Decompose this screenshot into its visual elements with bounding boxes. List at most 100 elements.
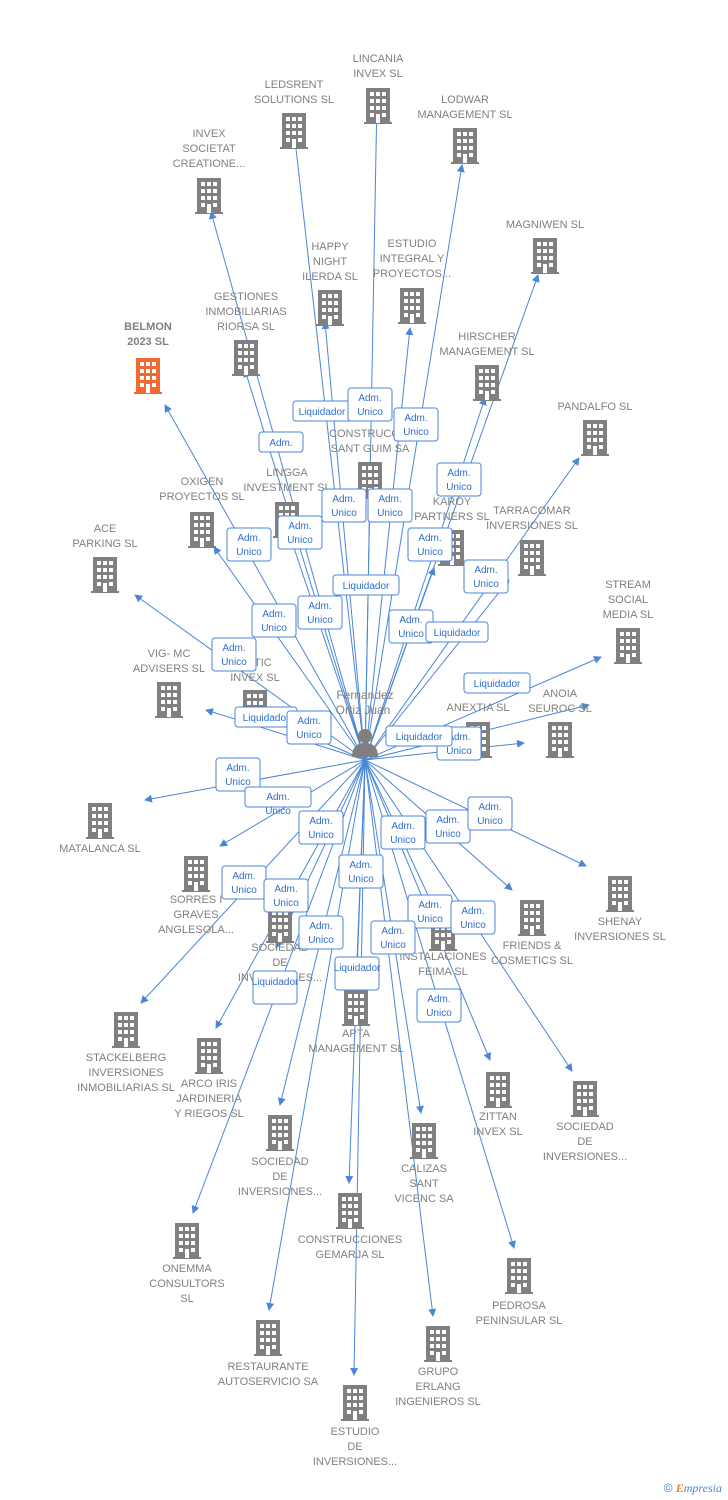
role-badge[interactable]: Adm.Unico [436,462,482,497]
node-label-line: SORRES I [170,894,223,906]
badge-box [436,462,482,497]
role-badge[interactable]: Liquidador [463,672,531,694]
role-badge[interactable]: Adm.Unico [215,757,261,792]
role-badge[interactable]: Adm.Unico [298,915,344,950]
badge-box [416,988,462,1023]
role-badge[interactable]: Adm.Unico [298,810,344,845]
node-label-line: RESTAURANTE [227,1361,308,1373]
role-badge[interactable]: Adm.Unico [251,603,297,638]
role-badge[interactable]: Liquidador [332,574,400,596]
node-magniwen[interactable]: MAGNIWEN SL [506,219,584,274]
role-badge[interactable]: Adm.Unico [380,815,426,850]
badge-box [370,920,416,955]
role-badge[interactable]: Adm.Unico [463,559,509,594]
badge-label: Unico [308,935,334,946]
badge-label: Adm. [226,763,249,774]
role-badge[interactable]: Adm.Unico [388,609,434,644]
building-icon [316,290,344,326]
role-badge[interactable]: Liquidador [385,725,453,747]
role-badge[interactable]: Adm.Unico [297,595,343,630]
role-badge[interactable]: Liquidador [425,621,489,643]
badge-label: Liquidador [252,977,299,988]
role-badge[interactable]: Adm.Unico [244,786,312,817]
node-anextia[interactable]: ANEXTIA SL [447,702,510,758]
role-badge[interactable]: Adm.Unico [370,920,416,955]
role-badge[interactable]: Adm.Unico [367,488,413,523]
role-badge[interactable]: Adm.Unico [226,527,272,562]
node-pandalfo[interactable]: PANDALFO SL [558,401,633,456]
edge-construcc [364,491,374,761]
role-badge[interactable]: Liquidador [252,970,299,1005]
badge-box [347,387,393,422]
role-badge[interactable]: Adm.Unico [286,710,332,745]
role-badge[interactable]: Liquidador [292,400,352,422]
role-badge[interactable]: Adm.Unico [407,894,453,929]
node-matalanca[interactable]: MATALANCA SL [59,803,141,855]
badge-label: Liquidador [434,628,481,639]
role-badge[interactable]: Adm.Unico [277,515,323,550]
badge-box [263,878,309,913]
role-badge[interactable]: Adm.Unico [338,854,384,889]
person-node[interactable]: Fernandez Ortiz Juan [336,688,394,757]
role-badge[interactable]: Adm.Unico [407,527,453,562]
node-label-line: VICENC SA [394,1193,454,1205]
badge-box [298,810,344,845]
role-badge[interactable]: Adm. [258,431,304,453]
role-badge[interactable]: Adm.Unico [450,900,496,935]
role-badge[interactable]: Adm.Unico [416,988,462,1023]
node-sociedad-3[interactable]: SOCIEDADDEINVERSIONES... [238,1115,322,1198]
node-friends[interactable]: FRIENDS &COSMETICS SL [491,900,573,967]
node-label-line: CONSULTORS [149,1278,224,1290]
building-icon [518,540,546,576]
badge-label: Adm. [349,860,372,871]
role-badge[interactable]: Adm.Unico [211,637,257,672]
badge-label: Adm. [378,494,401,505]
node-label-line: ARCO IRIS [181,1078,237,1090]
role-badge[interactable]: Adm.Unico [393,407,439,442]
role-badge[interactable]: Adm.Unico [347,387,393,422]
node-label-line: GRAVES [173,909,218,921]
node-sorres[interactable]: SORRES IGRAVESANGLESOLA... [158,856,234,936]
node-invex-soc[interactable]: INVEXSOCIETATCREATIONE... [173,128,246,214]
node-label-line: VIG- MC [148,648,191,660]
role-badge[interactable]: Adm.Unico [221,865,267,900]
edge-ledsrent [289,121,366,761]
role-badge[interactable]: Liquidador [334,956,381,991]
node-estudio-inv[interactable]: ESTUDIODEINVERSIONES... [313,1385,397,1468]
role-badge[interactable]: Adm.Unico [321,488,367,523]
node-sociedad-2[interactable]: SOCIEDADDEINVERSIONES... [543,1081,627,1163]
role-badge[interactable]: Adm.Unico [467,796,513,831]
role-badge[interactable]: Adm.Unico [263,878,309,913]
building-icon [232,340,260,376]
role-badge[interactable]: Adm.Unico [425,809,471,844]
